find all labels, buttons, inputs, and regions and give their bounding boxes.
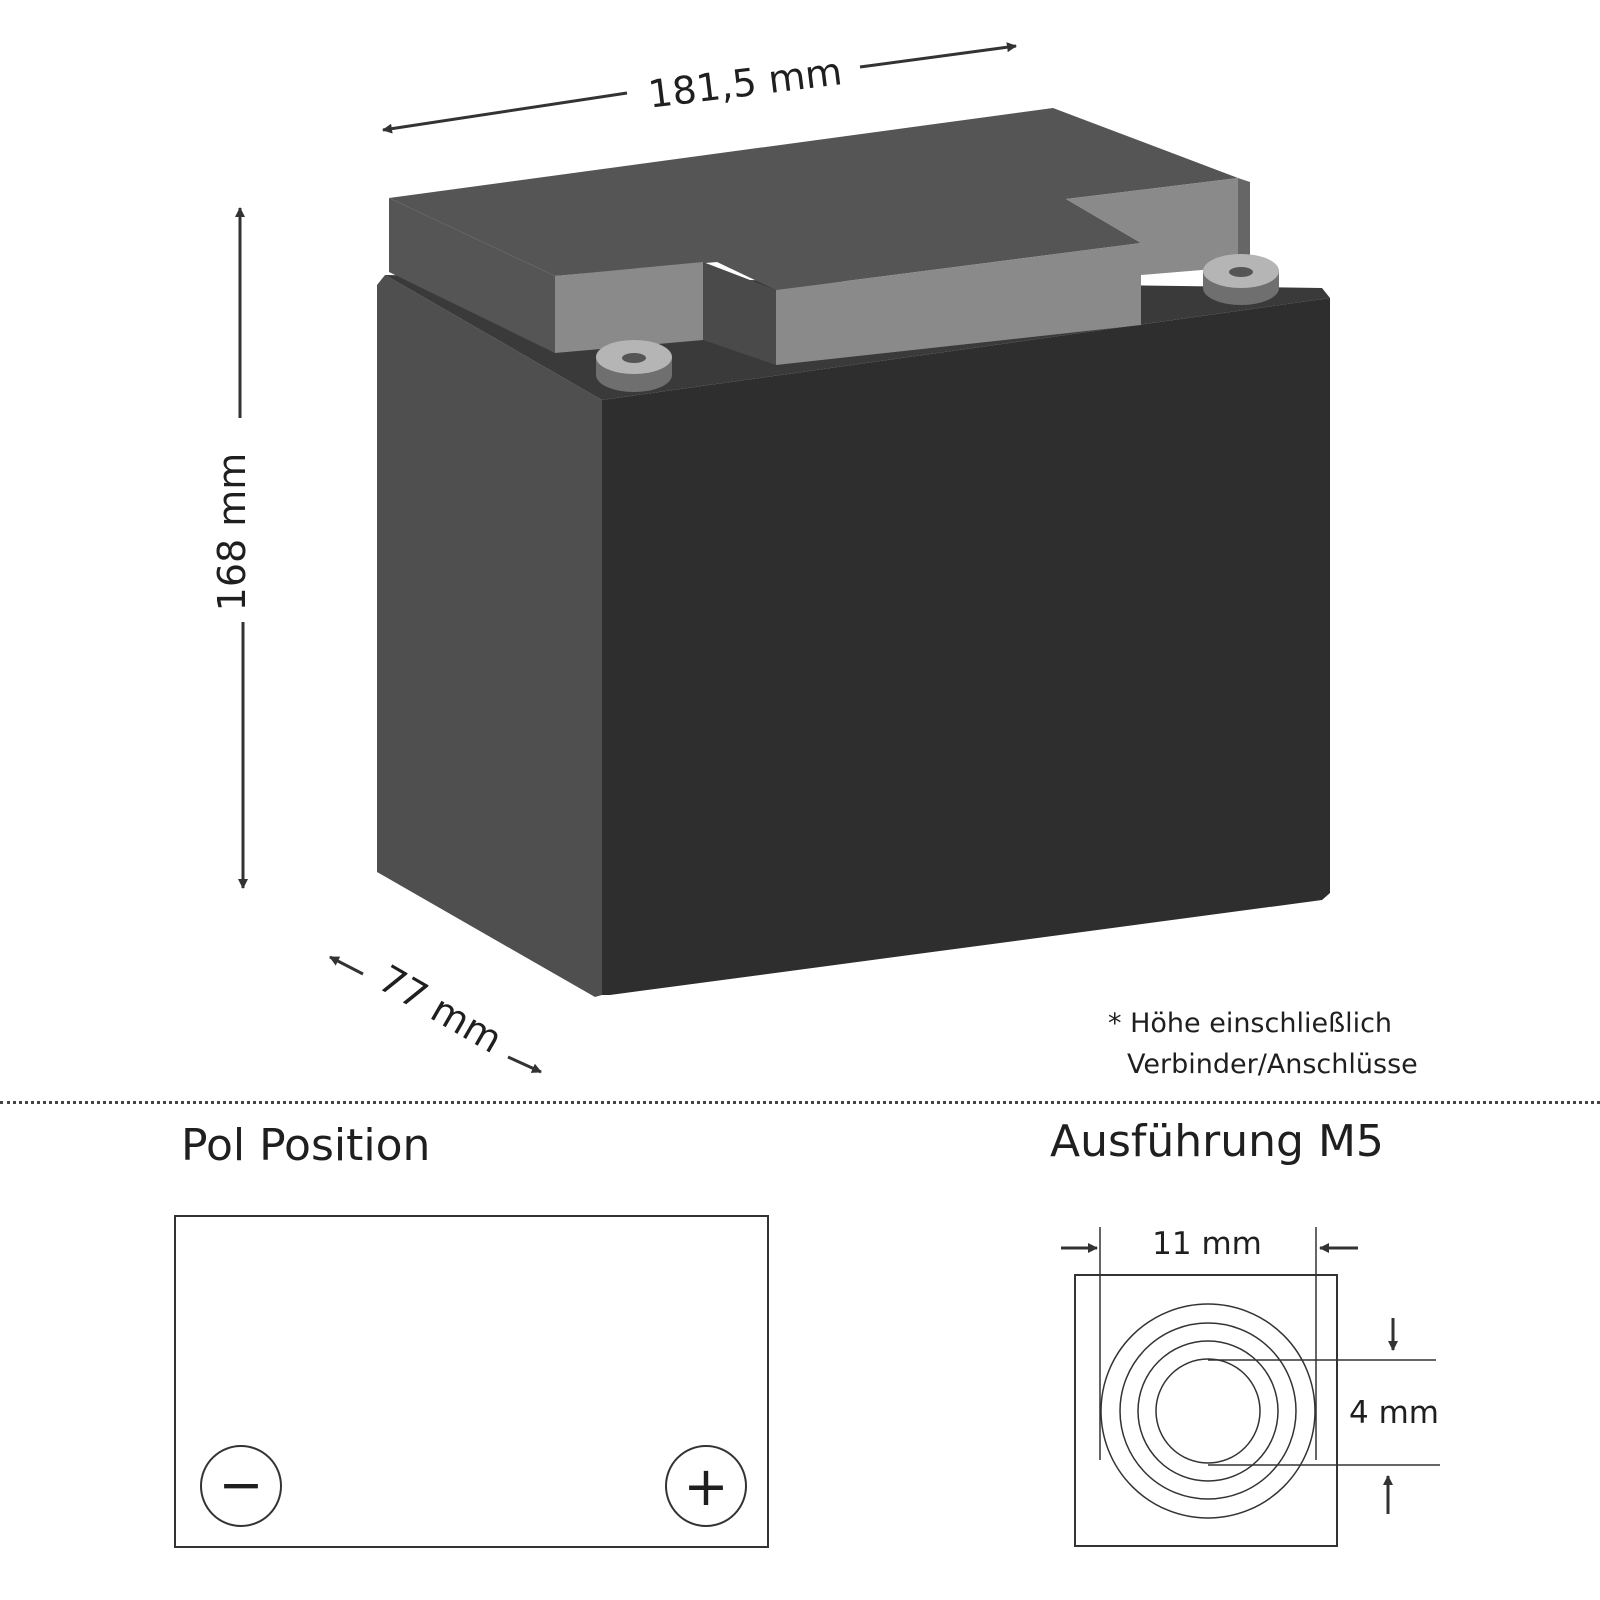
battery-side-face [377, 275, 602, 997]
battery-front-face [602, 298, 1330, 995]
width-dimension: 77 mm [329, 955, 542, 1074]
lid-right-step [1066, 178, 1238, 275]
lid-right-step-side [1238, 178, 1250, 267]
length-dimension: 181,5 mm [382, 42, 1017, 134]
m5-title: Ausführung M5 [1050, 1116, 1384, 1167]
pol-position-title: Pol Position [181, 1120, 431, 1171]
height-note: * Höhe einschließlich Verbinder/Anschlüs… [1108, 1003, 1418, 1085]
positive-pole-symbol: + [683, 1455, 728, 1518]
outer-size-label: 11 mm [1152, 1226, 1262, 1262]
pol-position-box: − + [174, 1215, 769, 1548]
width-label: 77 mm [371, 956, 509, 1061]
positive-pole-icon [665, 1445, 747, 1527]
lid-left-block-front [555, 262, 703, 353]
height-note-line2: Verbinder/Anschlüsse [1127, 1049, 1418, 1080]
lid-middle-front [776, 243, 1141, 365]
lid-top [389, 108, 1238, 290]
lid-left-side [389, 198, 555, 353]
section-divider [0, 1101, 1600, 1104]
length-label: 181,5 mm [646, 49, 845, 116]
hole-size-label: 4 mm [1349, 1395, 1439, 1431]
negative-pole-icon [200, 1445, 282, 1527]
height-label: 168 mm [210, 453, 254, 612]
m5-terminal-detail: 11 mm 4 mm [1061, 1226, 1440, 1547]
negative-pole-symbol: − [218, 1453, 263, 1516]
lid-recess-side [703, 262, 776, 365]
battery-body [377, 108, 1330, 997]
height-note-line1: * Höhe einschließlich [1108, 1008, 1393, 1039]
height-dimension: 168 mm [210, 207, 254, 889]
positive-terminal [1203, 254, 1279, 305]
negative-terminal [596, 340, 672, 392]
